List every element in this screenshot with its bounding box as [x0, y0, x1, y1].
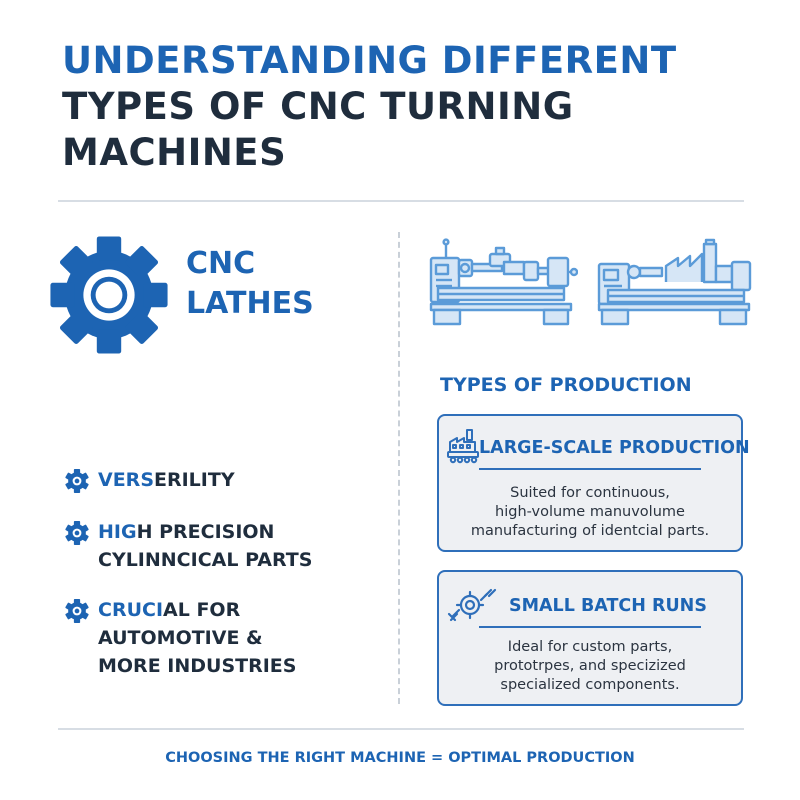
- feature-text: CRUCIAL FOR AUTOMOTIVE & MORE INDUSTRIES: [98, 596, 296, 680]
- gear-icon: [65, 599, 89, 623]
- feature-accent: CRUCI: [98, 599, 164, 621]
- gear-icon: [65, 521, 89, 545]
- card-desc-line-1: Ideal for custom parts,: [507, 639, 673, 655]
- feature-rest: ERILITY: [154, 469, 235, 491]
- feature-line-2: AUTOMOTIVE &: [98, 627, 263, 649]
- card-description: Suited for continuous, high-volume manuv…: [449, 484, 731, 541]
- title-line-1: UNDERSTANDING DIFFERENT: [62, 39, 677, 82]
- gear-icon: [50, 236, 168, 354]
- feature-rest: H PRECISION: [136, 521, 275, 543]
- card-desc-line-2: prototrpes, and specizized: [494, 658, 686, 674]
- feature-line-2: CYLINNCICAL PARTS: [98, 549, 313, 571]
- cnc-heading-line-1: CNC: [186, 246, 256, 281]
- card-title: SMALL BATCH RUNS: [509, 596, 707, 616]
- cnc-lathes-heading: CNC LATHES: [186, 244, 314, 324]
- card-description: Ideal for custom parts, prototrpes, and …: [449, 638, 731, 695]
- card-title: LARGE-SCALE PRODUCTION: [479, 438, 750, 458]
- card-large-scale-production: LARGE-SCALE PRODUCTION Suited for contin…: [437, 414, 750, 552]
- cnc-heading-line-2: LATHES: [186, 286, 314, 321]
- gear-icon: [65, 469, 89, 493]
- feature-rest: AL FOR: [163, 599, 241, 621]
- page-title: UNDERSTANDING DIFFERENT TYPES OF CNC TUR…: [62, 38, 762, 176]
- factory-icon: [447, 429, 479, 464]
- bottom-divider: [58, 728, 744, 730]
- card-desc-line-2: high-volume manuvolume: [495, 504, 685, 520]
- feature-accent: HIG: [98, 521, 137, 543]
- card-divider: [479, 468, 701, 470]
- feature-text: HIGH PRECISION CYLINNCICAL PARTS: [98, 518, 312, 574]
- card-desc-line-3: manufacturing of identcial parts.: [470, 523, 710, 539]
- top-divider: [58, 200, 744, 202]
- feature-industries: CRUCIAL FOR AUTOMOTIVE & MORE INDUSTRIES: [64, 596, 296, 680]
- column-divider: [398, 232, 400, 704]
- card-desc-line-1: Suited for continuous,: [510, 485, 670, 501]
- footer-tagline: CHOOSING THE RIGHT MACHINE = OPTIMAL PRO…: [165, 750, 635, 766]
- feature-accent: VERS: [98, 469, 154, 491]
- feature-precision: HIGH PRECISION CYLINNCICAL PARTS: [64, 518, 312, 574]
- card-divider: [479, 626, 701, 628]
- title-line-3: MACHINES: [62, 131, 287, 174]
- wrench-gear-icon: [447, 588, 497, 622]
- feature-line-3: MORE INDUSTRIES: [98, 655, 297, 677]
- card-small-batch-runs: SMALL BATCH RUNS Ideal for custom parts,…: [437, 570, 743, 706]
- lathe-machine-icon: [429, 238, 578, 326]
- feature-text: VERSERILITY: [98, 466, 235, 494]
- feature-versatility: VERSERILITY: [64, 466, 235, 494]
- types-of-production-heading: TYPES OF PRODUCTION: [440, 374, 692, 396]
- lathe-factory-icon: [597, 238, 752, 326]
- card-desc-line-3: specialized components.: [500, 677, 680, 693]
- title-line-2: TYPES OF CNC TURNING: [62, 85, 574, 128]
